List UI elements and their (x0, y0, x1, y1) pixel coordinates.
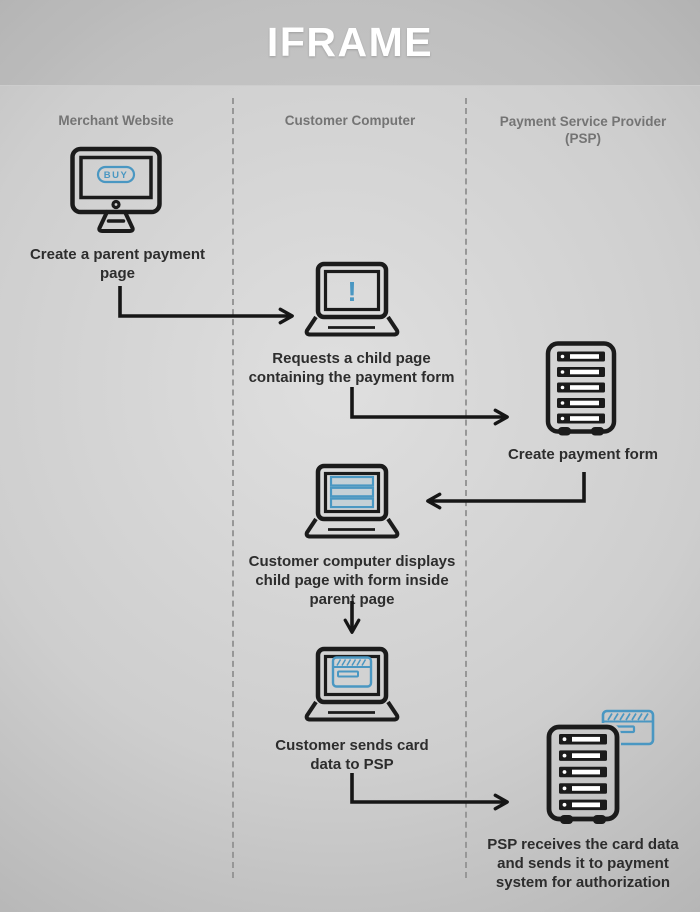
page-title: IFRAME (266, 19, 434, 65)
server-card-icon (546, 709, 655, 824)
arrow-merchant-to-customer (118, 286, 294, 325)
credit-card-glyph (331, 656, 373, 688)
lane-divider-right (465, 98, 467, 878)
column-header-merchant: Merchant Website (58, 113, 174, 128)
step-label-display-child-page: Customer computer displays child page wi… (248, 553, 456, 608)
laptop-card-icon (304, 646, 400, 722)
buy-button-label: BUY (104, 170, 129, 181)
laptop-alert-icon: ! (304, 261, 400, 337)
alert-mark: ! (347, 276, 356, 307)
lane-divider-left (232, 98, 234, 878)
server-icon (545, 341, 617, 436)
desktop-buy-icon: BUY (70, 146, 162, 233)
column-header-customer: Customer Computer (284, 113, 416, 128)
header-band: IFRAME (0, 0, 700, 86)
arrow-customer-to-psp (350, 387, 509, 426)
arrow-send-to-psp (350, 773, 509, 811)
step-label-psp-receives-card: PSP receives the card data and sends it … (487, 836, 679, 891)
step-label-request-child-page: Requests a child page containing the pay… (248, 350, 455, 386)
step-label-create-payment-form: Create payment form (507, 446, 659, 463)
laptop-form-icon (304, 463, 400, 539)
arrow-psp-to-customer (426, 472, 586, 510)
column-header-psp: Payment Service Provider (PSP) (499, 114, 667, 146)
step-label-create-parent-page: Create a parent payment page (29, 246, 206, 282)
step-label-send-card-data: Customer sends card data to PSP (275, 737, 429, 773)
